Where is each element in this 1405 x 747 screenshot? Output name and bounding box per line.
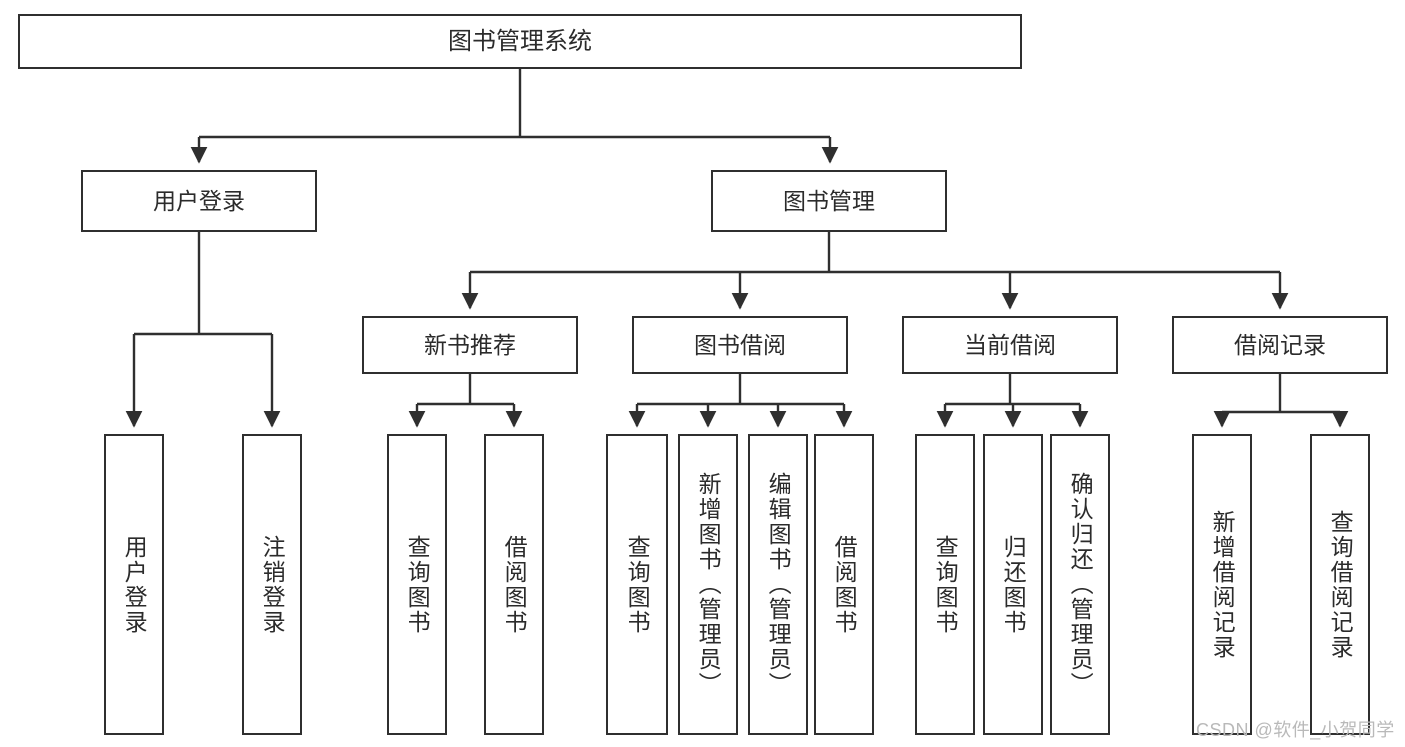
node-leaf-query-book-recommend-label: 查询图书: [404, 534, 431, 635]
node-borrow-records[interactable]: 借阅记录: [1172, 316, 1388, 374]
node-book-borrow-label: 图书借阅: [694, 331, 786, 358]
node-new-book-recommend[interactable]: 新书推荐: [362, 316, 578, 374]
node-new-book-recommend-label: 新书推荐: [424, 331, 516, 358]
node-leaf-add-borrow-record[interactable]: 新增借阅记录: [1192, 434, 1252, 735]
node-user-login-label: 用户登录: [153, 187, 245, 214]
node-leaf-return-book[interactable]: 归还图书: [983, 434, 1043, 735]
edge-current-borrow-to-leaves: [936, 374, 1089, 428]
edge-new-book-recommend-to-leaves: [408, 374, 523, 428]
node-current-borrow[interactable]: 当前借阅: [902, 316, 1118, 374]
edge-root-to-level2: [190, 69, 839, 164]
node-leaf-add-book-admin[interactable]: 新增图书（管理员）: [678, 434, 738, 735]
csdn-watermark: CSDN @软件_小贺同学: [1196, 720, 1395, 740]
edge-user-login-to-leaves: [125, 232, 281, 428]
node-leaf-user-login-label: 用户登录: [121, 534, 148, 635]
node-leaf-confirm-return-admin-label: 确认归还（管理员）: [1067, 472, 1094, 697]
node-leaf-confirm-return-admin[interactable]: 确认归还（管理员）: [1050, 434, 1110, 735]
edge-book-management-to-level3: [461, 232, 1289, 310]
edge-borrow-records-to-leaves: [1213, 374, 1349, 428]
node-book-borrow[interactable]: 图书借阅: [632, 316, 848, 374]
node-leaf-query-book-current-label: 查询图书: [932, 534, 959, 635]
node-leaf-user-login[interactable]: 用户登录: [104, 434, 164, 735]
node-borrow-records-label: 借阅记录: [1234, 331, 1326, 358]
node-leaf-query-book-borrow[interactable]: 查询图书: [606, 434, 668, 735]
node-leaf-return-book-label: 归还图书: [1000, 534, 1027, 635]
edge-book-borrow-to-leaves: [628, 374, 853, 428]
node-leaf-add-book-admin-label: 新增图书（管理员）: [695, 472, 722, 697]
node-user-login[interactable]: 用户登录: [81, 170, 317, 232]
node-root-label: 图书管理系统: [448, 27, 592, 55]
node-leaf-query-borrow-record-label: 查询借阅记录: [1327, 509, 1354, 660]
node-leaf-borrow-book-recommend-label: 借阅图书: [501, 534, 528, 635]
node-leaf-borrow-book[interactable]: 借阅图书: [814, 434, 874, 735]
node-leaf-query-book-recommend[interactable]: 查询图书: [387, 434, 447, 735]
node-leaf-borrow-book-recommend[interactable]: 借阅图书: [484, 434, 544, 735]
node-leaf-borrow-book-label: 借阅图书: [831, 534, 858, 635]
node-leaf-edit-book-admin-label: 编辑图书（管理员）: [765, 472, 792, 697]
node-book-management-label: 图书管理: [783, 187, 875, 214]
node-root[interactable]: 图书管理系统: [18, 14, 1022, 69]
node-book-management[interactable]: 图书管理: [711, 170, 947, 232]
node-leaf-query-book-current[interactable]: 查询图书: [915, 434, 975, 735]
node-leaf-query-book-borrow-label: 查询图书: [624, 534, 651, 635]
node-leaf-user-logout-label: 注销登录: [259, 534, 286, 635]
node-leaf-add-borrow-record-label: 新增借阅记录: [1209, 509, 1236, 660]
node-leaf-query-borrow-record[interactable]: 查询借阅记录: [1310, 434, 1370, 735]
node-leaf-user-logout[interactable]: 注销登录: [242, 434, 302, 735]
node-leaf-edit-book-admin[interactable]: 编辑图书（管理员）: [748, 434, 808, 735]
node-current-borrow-label: 当前借阅: [964, 331, 1056, 358]
